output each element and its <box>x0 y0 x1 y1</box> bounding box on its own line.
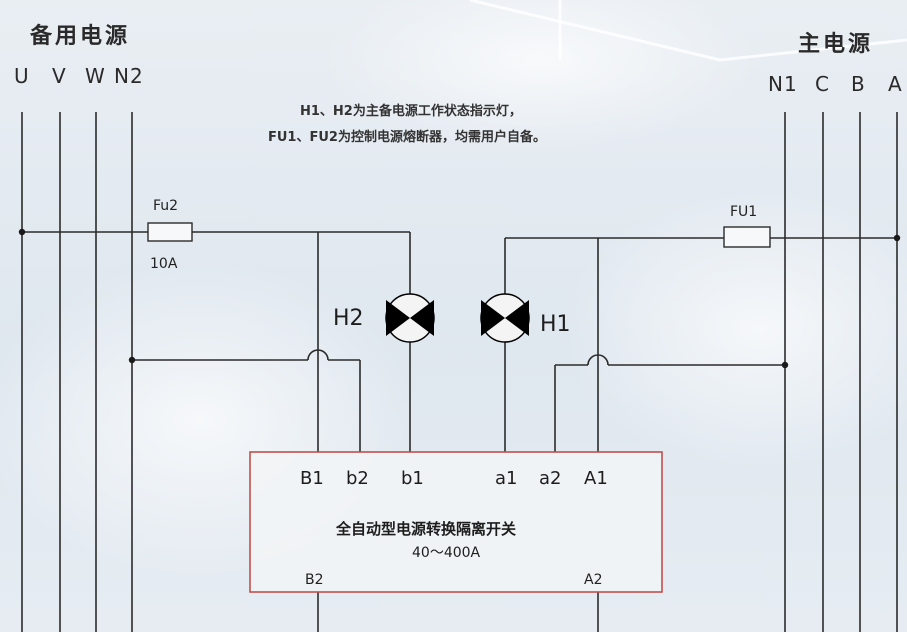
fuse-fu2-label: Fu2 <box>153 198 179 214</box>
terminal-b1-lower: b1 <box>401 468 424 489</box>
lamp-h1-label: H1 <box>540 312 571 337</box>
terminal-b1-upper: B1 <box>300 468 324 489</box>
terminal-b: B <box>851 72 866 96</box>
fuse-fu2-symbol <box>147 222 193 242</box>
terminal-c: C <box>815 72 830 96</box>
fuse-fu1-label: FU1 <box>730 204 758 220</box>
terminal-b2-lower: b2 <box>346 468 369 489</box>
terminal-a1-upper: A1 <box>584 468 608 489</box>
terminal-a1-lower: a1 <box>495 468 518 489</box>
terminal-w: W <box>85 64 106 88</box>
switch-box-title: 全自动型电源转换隔离开关 <box>336 520 517 538</box>
lamp-h1-icon <box>480 293 530 343</box>
standby-power-title: 备用电源 <box>30 24 131 49</box>
terminal-u: U <box>14 64 30 88</box>
fuse-fu1-symbol <box>723 226 771 248</box>
terminal-v: V <box>52 64 67 88</box>
switch-box-frame <box>249 451 663 593</box>
terminal-n2: N2 <box>114 64 144 88</box>
lamp-h2-label: H2 <box>333 306 364 331</box>
lamp-h2-icon <box>385 293 435 343</box>
fuse-fu2-rating: 10A <box>150 256 178 272</box>
terminal-a2-lower: a2 <box>539 468 562 489</box>
terminal-a: A <box>888 72 903 96</box>
switch-box-range: 40～400A <box>412 545 481 561</box>
note-line-2: FU1、FU2为控制电源熔断器，均需用户自备。 <box>268 130 546 145</box>
note-line-1: H1、H2为主备电源工作状态指示灯， <box>300 104 522 119</box>
terminal-n1: N1 <box>768 72 798 96</box>
terminal-a2-upper: A2 <box>584 572 603 588</box>
main-power-title: 主电源 <box>798 32 874 57</box>
terminal-b2-upper: B2 <box>305 572 324 588</box>
